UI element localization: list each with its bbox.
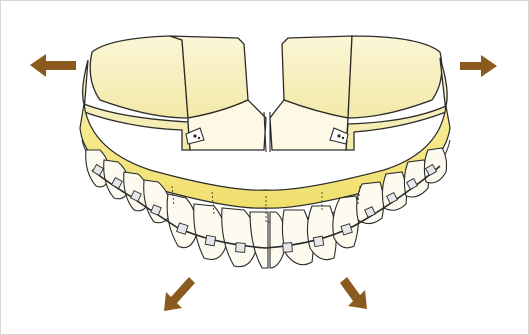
- left-palatal-segment-outer: [90, 36, 188, 118]
- tooth: [333, 196, 359, 248]
- bracket: [205, 235, 215, 245]
- bracket: [236, 243, 246, 253]
- arrow-right: [460, 55, 497, 77]
- bracket: [313, 236, 323, 246]
- arrow-left: [30, 54, 76, 77]
- arrow-down-right: [340, 277, 367, 309]
- tooth: [250, 212, 268, 268]
- appliance-right-half: [270, 36, 447, 150]
- tooth: [424, 148, 446, 183]
- arrow-down-left: [164, 277, 195, 311]
- tooth: [167, 194, 197, 248]
- tooth: [382, 172, 406, 210]
- bracket: [283, 243, 293, 253]
- appliance-left-half: [83, 36, 266, 150]
- right-palatal-segment-outer: [348, 36, 442, 118]
